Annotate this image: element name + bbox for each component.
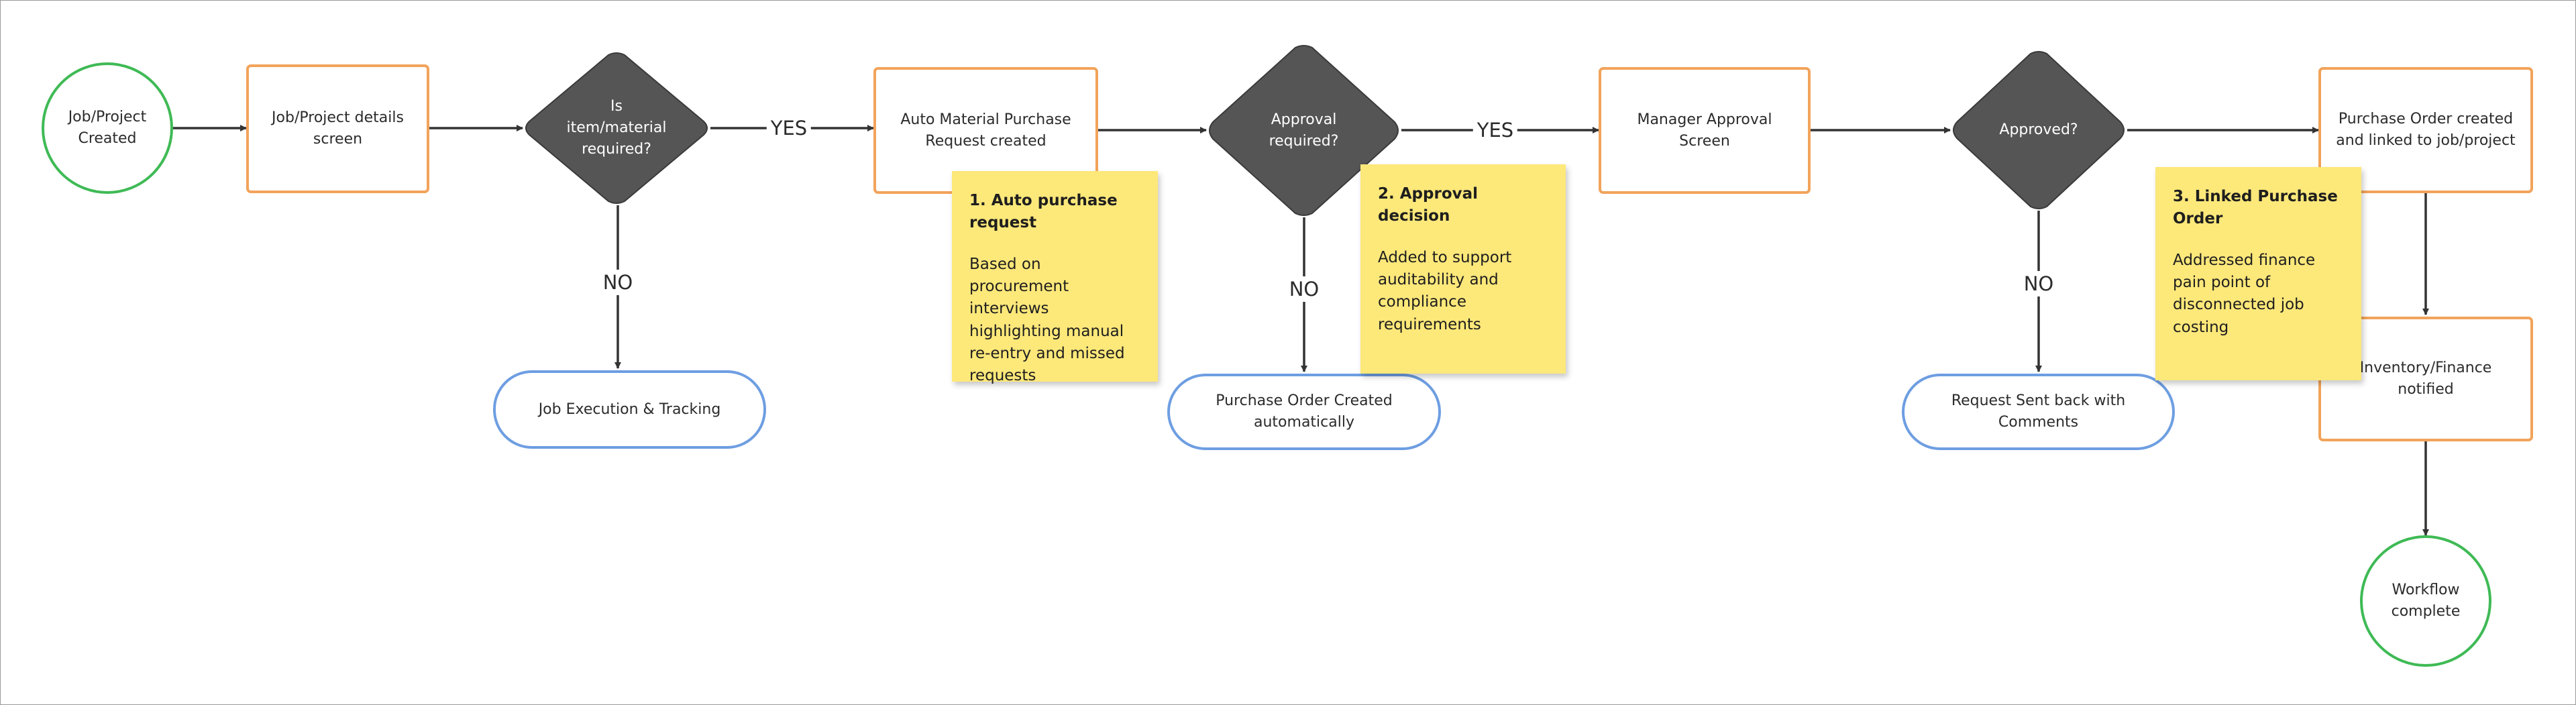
- sticky-note-auto-request[interactable]: 1. Auto purchase request Based on procur…: [952, 171, 1158, 384]
- po-linked-label: Purchase Order created and linked to job…: [2336, 111, 2516, 149]
- auto-request-label: Auto Material Purchase Request created: [900, 111, 1071, 150]
- edge-label-yes: YES: [766, 115, 812, 141]
- approved-label: Approved?: [1999, 121, 2078, 139]
- sticky-note-title: 1. Auto purchase request: [969, 192, 1118, 232]
- sticky-note-title: 2. Approval decision: [1378, 185, 1479, 225]
- end-node[interactable]: Workflow complete: [2360, 535, 2491, 667]
- start-node[interactable]: Job/Project Created: [42, 62, 173, 194]
- inventory-label: Inventory/Finance notified: [2359, 360, 2492, 398]
- sticky-note-body: Based on procurement interviews highligh…: [969, 255, 1125, 385]
- edge-label-no: NO: [2019, 271, 2058, 296]
- item-required-label: Is item/material required?: [566, 98, 667, 158]
- end-node-label: Workflow complete: [2391, 582, 2461, 620]
- sent-back-label: Request Sent back with Comments: [1951, 392, 2126, 431]
- po-auto-label: Purchase Order Created automatically: [1216, 392, 1393, 431]
- sticky-note-body: Added to support auditability and compli…: [1378, 248, 1512, 333]
- decision-diamond-shape: [1209, 45, 1399, 216]
- start-node-label: Job/Project Created: [68, 109, 147, 147]
- edge-label-no: NO: [1285, 276, 1324, 302]
- approval-required-label: Approval required?: [1269, 111, 1339, 150]
- details-screen-label: Job/Project details screen: [272, 109, 404, 148]
- manager-approval-node[interactable]: Manager Approval Screen: [1599, 67, 1811, 194]
- edge-label-no: NO: [598, 270, 637, 295]
- details-screen-node[interactable]: Job/Project details screen: [246, 64, 429, 193]
- sticky-note-linked-po[interactable]: 3. Linked Purchase Order Addressed finan…: [2155, 167, 2361, 380]
- sticky-note-title: 3. Linked Purchase Order: [2173, 188, 2338, 228]
- po-auto-node[interactable]: Purchase Order Created automatically: [1167, 374, 1441, 450]
- job-execution-node[interactable]: Job Execution & Tracking: [493, 370, 766, 449]
- sticky-note-body: Addressed finance pain point of disconne…: [2173, 251, 2316, 336]
- manager-approval-label: Manager Approval Screen: [1637, 111, 1772, 150]
- sent-back-node[interactable]: Request Sent back with Comments: [1902, 374, 2175, 450]
- edge-label-yes: YES: [1472, 117, 1518, 143]
- decision-diamond-shape: [1953, 51, 2125, 209]
- decision-diamond-shape: [525, 52, 708, 204]
- sticky-note-approval-decision[interactable]: 2. Approval decision Added to support au…: [1360, 164, 1566, 374]
- job-execution-label: Job Execution & Tracking: [538, 400, 721, 418]
